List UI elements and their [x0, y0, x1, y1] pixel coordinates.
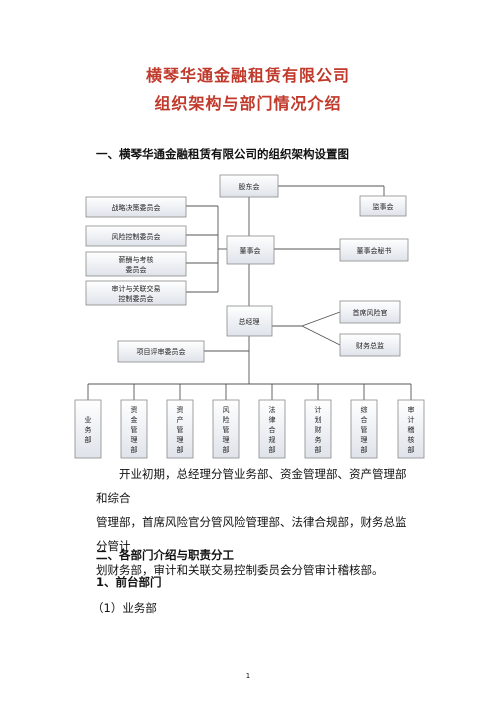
- org-department-label-char: 务: [315, 435, 322, 444]
- org-department-label-char: 理: [361, 436, 368, 444]
- document-subtitle: 组织架构与部门情况介绍: [154, 94, 342, 113]
- org-department-label-char: 审: [408, 405, 415, 414]
- org-department-label-char: 资: [177, 405, 184, 414]
- org-label-compensation-l2: 委员会: [126, 265, 147, 274]
- org-department-label-char: 务: [85, 425, 92, 434]
- org-department-label-char: 部: [85, 435, 92, 444]
- org-department-label-char: 部: [361, 445, 368, 454]
- org-label-audit-l2: 控制委员会: [119, 294, 154, 303]
- org-label-audit-l1: 审计与关联交易: [112, 284, 161, 293]
- org-department-label-char: 综: [361, 405, 368, 414]
- org-department-label-char: 计: [315, 405, 322, 414]
- org-box-board-secretary: 董事会秘书: [339, 238, 409, 262]
- org-box-gm: 总经理: [226, 305, 273, 337]
- org-label-shareholders: 股东会: [239, 182, 260, 191]
- intro-paragraph-line-1: 开业初期，总经理分管业务部、资金管理部、资产管理部和综合: [96, 467, 407, 505]
- org-department-label-char: 理: [131, 436, 138, 444]
- org-label-gm: 总经理: [239, 317, 260, 326]
- org-label-supervisors: 监事会: [373, 202, 394, 211]
- section-heading-org-chart: 一、横琴华通金融租赁有限公司的组织架构设置图: [96, 147, 349, 161]
- org-department-label-char: 理: [223, 436, 230, 444]
- org-department-label-char: 合: [361, 415, 368, 424]
- org-department-label-char: 部: [131, 445, 138, 454]
- org-department-label-char: 核: [408, 435, 415, 444]
- org-box-board: 董事会: [226, 235, 275, 265]
- org-label-board: 董事会: [240, 246, 261, 255]
- org-department-label-char: 计: [408, 415, 415, 424]
- org-department-label-char: 部: [269, 445, 276, 454]
- subsection-heading-front-office: 1、前台部门: [96, 575, 162, 589]
- org-department-label-char: 管: [131, 425, 138, 434]
- org-box-department: 风险管理部: [212, 399, 240, 459]
- intro-paragraph-line-3: 划财务部，审计和关联交易控制委员会分管审计稽核部。: [96, 563, 384, 577]
- org-box-department: 资产管理部: [166, 399, 194, 459]
- org-chart-lines: [87, 185, 412, 400]
- org-label-project-committee: 项目评审委员会: [137, 347, 186, 356]
- org-department-label-char: 管: [177, 425, 184, 434]
- org-box-cfo: 财务总监: [339, 333, 401, 357]
- org-box-project-committee: 项目评审委员会: [117, 340, 205, 363]
- org-department-label-char: 财: [315, 425, 322, 434]
- org-label-board-secretary: 董事会秘书: [357, 246, 392, 255]
- org-department-label-char: 部: [223, 445, 230, 454]
- org-department-label-char: 律: [269, 415, 276, 424]
- org-department-label-char: 部: [177, 445, 184, 454]
- org-department-label-char: 资: [131, 405, 138, 414]
- org-department-label-char: 管: [361, 425, 368, 434]
- org-department-label-char: 部: [408, 445, 415, 454]
- org-department-label-char: 风: [223, 406, 230, 414]
- org-box-department: 业务部: [74, 399, 102, 459]
- list-item-business-dept: （1）业务部: [92, 601, 157, 615]
- org-box-supervisors: 监事会: [359, 195, 407, 217]
- org-department-label-char: 规: [269, 435, 276, 444]
- org-box-shareholders: 股东会: [219, 174, 279, 198]
- org-label-cro: 首席风险官: [353, 308, 388, 317]
- document-title: 横琴华通金融租赁有限公司: [145, 66, 350, 85]
- org-box-department: 资金管理部: [120, 399, 148, 459]
- org-box-risk-committee: 风险控制委员会: [85, 225, 187, 247]
- org-box-department: 法律合规部: [258, 399, 286, 459]
- org-chart: 股东会 监事会 董事会 董事会秘书 战略决策委员会 风险控制委员会 薪酬与考核 …: [74, 174, 425, 459]
- org-box-audit-committee: 审计与关联交易 控制委员会: [85, 280, 187, 306]
- org-department-label-char: 划: [315, 415, 322, 424]
- org-department-label-char: 管: [223, 425, 230, 434]
- org-department-label-char: 合: [269, 425, 276, 434]
- org-department-label-char: 部: [315, 445, 322, 454]
- org-box-department: 审计稽核部: [397, 399, 425, 459]
- intro-paragraph: 开业初期，总经理分管业务部、资金管理部、资产管理部和综合 管理部，首席风险官分管…: [96, 462, 408, 582]
- org-department-label-char: 理: [177, 436, 184, 444]
- page-number: 1: [245, 672, 251, 680]
- org-label-compensation-l1: 薪酬与考核: [119, 255, 154, 264]
- org-label-cfo: 财务总监: [356, 341, 384, 350]
- org-department-label-char: 业: [85, 415, 92, 424]
- org-department-label-char: 金: [131, 415, 138, 424]
- org-label-strategy-committee: 战略决策委员会: [112, 203, 161, 212]
- intro-paragraph-line-2: 管理部，首席风险官分管风险管理部、法律合规部，财务总监分管计: [96, 515, 407, 553]
- org-department-label-char: 险: [223, 415, 230, 424]
- org-label-risk-committee: 风险控制委员会: [112, 232, 161, 241]
- org-department-label-char: 法: [269, 405, 276, 414]
- org-department-label-char: 产: [177, 415, 184, 424]
- org-department-label-char: 稽: [408, 425, 415, 434]
- org-box-cro: 首席风险官: [339, 300, 401, 324]
- org-box-compensation-committee: 薪酬与考核 委员会: [85, 251, 187, 277]
- org-box-strategy-committee: 战略决策委员会: [85, 196, 187, 218]
- section-heading-departments: 二、各部门介绍与职责分工: [96, 548, 234, 562]
